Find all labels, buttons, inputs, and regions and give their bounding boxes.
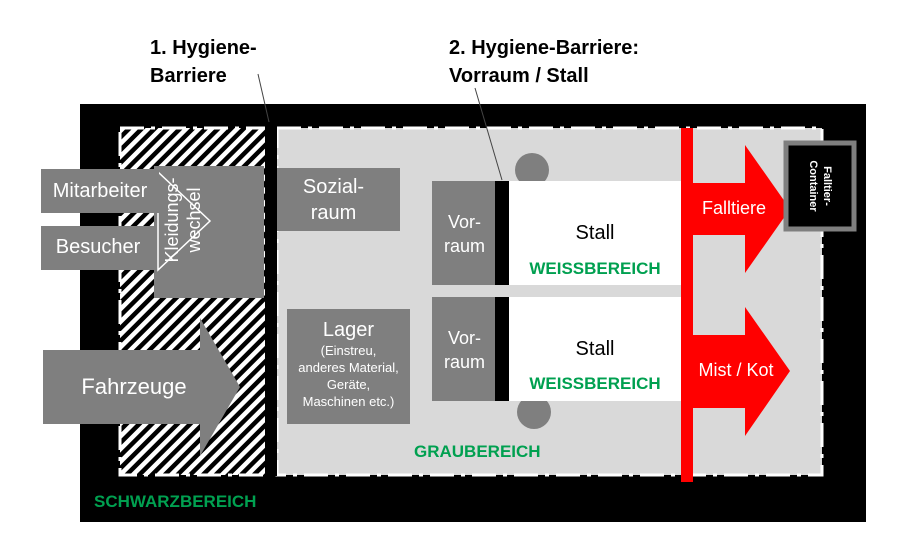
mitarbeiter-box [41,169,159,213]
besucher-label: Besucher [55,236,141,258]
barrier-2-label: 2. Hygiene-Barriere: Vorraum / Stall [449,34,639,90]
barrier-2-label-line2: Vorraum / Stall [449,65,589,87]
entry-triangle-arrow [157,170,212,272]
lager-line1: (Einstreu, [320,343,377,358]
falltiere-label: Falltiere [701,198,767,218]
kleidungswechsel-box [154,166,264,298]
falltiere-arrow [690,145,790,273]
lager-line4: Maschinen etc.) [302,394,395,409]
kleidungswechsel-label-line2: wechsel [184,187,204,253]
hygiene-barrier-2-bottom [495,297,509,401]
sozialraum-label: Sozial- raum [277,174,390,226]
falltier-container-label: Falltier- Container [806,146,834,226]
fahrzeuge-label: Fahrzeuge [81,374,187,399]
mitarbeiter-label: Mitarbeiter [52,180,148,202]
vorraum-box-bottom [432,297,497,401]
fahrzeuge-arrow [43,318,240,456]
lager-line2: anderes Material, [298,360,399,375]
barrier-1-label: 1. Hygiene- Barriere [150,34,257,90]
barrier-2-label-line1: 2. Hygiene-Barriere: [449,37,640,59]
hygiene-barrier-1-line [265,120,277,476]
stall-box-top [497,181,687,285]
lager-box [287,309,410,424]
mist-kot-arrow [690,307,790,436]
stall-bottom-label: Stall [575,338,615,360]
falltier-container-box [783,140,857,232]
stall-box-bottom [497,297,687,401]
red-exit-line [681,128,693,482]
besucher-box [41,226,155,270]
sozialraum-box [277,168,400,231]
lager-line3: Geräte, [326,377,371,392]
vorraum-top-label: Vor- raum [432,210,497,258]
sozialraum-label-line2: raum [310,202,357,224]
falltier-container-line1: Falltier- [821,166,833,206]
barrier-1-pointer [257,73,270,123]
weissbereich-bottom-label: WEISSBEREICH [529,374,661,393]
circle-bottom [517,395,551,429]
barrier-2-pointer [474,87,503,181]
vorraum-bottom-line1: Vor- [447,328,481,348]
sozialraum-label-line1: Sozial- [302,176,365,198]
hygiene-barrier-2-top [495,181,509,285]
mist-kot-label: Mist / Kot [698,360,774,380]
vorraum-top-line1: Vor- [447,212,481,232]
weissbereich-top-label: WEISSBEREICH [529,259,661,278]
barrier-1-label-line1: 1. Hygiene- [150,37,257,59]
vorraum-bottom-line2: raum [443,352,485,372]
barrier-1-label-line2: Barriere [150,65,227,87]
graubereich-label: GRAUBEREICH [414,442,541,461]
lager-label: Lager (Einstreu, anderes Material, Gerät… [287,318,410,410]
falltier-container-line2: Container [807,160,819,212]
circle-top [515,153,549,187]
kleidungswechsel-label: Kleidungs- wechsel [161,160,205,280]
vorraum-top-line2: raum [443,236,485,256]
schwarzbereich-label: SCHWARZBEREICH [94,492,257,511]
kleidungswechsel-label-line1: Kleidungs- [162,177,182,263]
vorraum-box-top [432,181,497,285]
lager-title: Lager [322,319,375,341]
vorraum-bottom-label: Vor- raum [432,326,497,374]
stall-top-label: Stall [575,222,615,244]
